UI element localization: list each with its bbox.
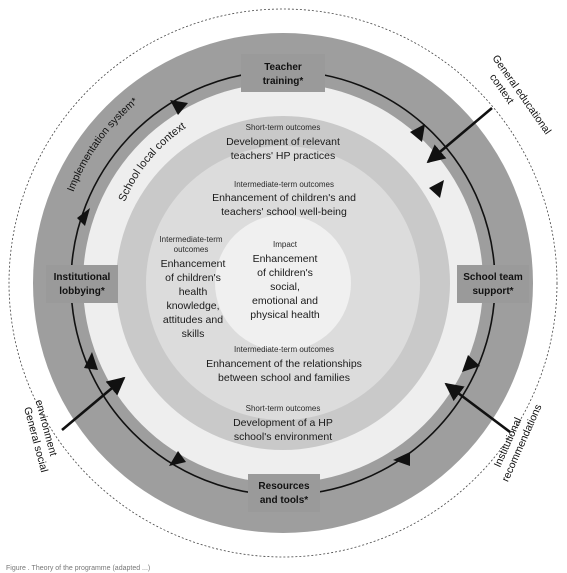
svg-text:Enhancement of children's and: Enhancement of children's and (212, 192, 356, 204)
general-educational-context-label: General educational context (487, 53, 553, 137)
svg-text:Intermediate-term: Intermediate-term (159, 235, 222, 244)
svg-text:and tools*: and tools* (260, 495, 308, 506)
intermediate-term-outcomes-bottom: Intermediate-term outcomes Enhancement o… (206, 345, 362, 384)
svg-text:social,: social, (270, 281, 300, 293)
svg-text:attitudes and: attitudes and (163, 314, 223, 326)
teacher-training-box: Teacher training* (241, 54, 325, 92)
impact-core (215, 215, 351, 351)
svg-text:Enhancement: Enhancement (161, 258, 226, 270)
cycle-arrowhead (393, 452, 410, 466)
intermediate-term-outcomes-left: Intermediate-term outcomes Enhancement o… (159, 235, 225, 340)
svg-text:between school and families: between school and families (218, 372, 350, 384)
svg-text:Short-term outcomes: Short-term outcomes (246, 123, 321, 132)
svg-text:Development of a HP: Development of a HP (233, 417, 333, 429)
figure-caption: Figure . Theory of the programme (adapte… (6, 565, 150, 572)
svg-text:Enhancement: Enhancement (253, 253, 318, 265)
cycle-arrowhead (170, 100, 188, 115)
svg-text:Intermediate-term outcomes: Intermediate-term outcomes (234, 345, 334, 354)
svg-text:teachers' HP practices: teachers' HP practices (231, 150, 336, 162)
svg-text:Resources: Resources (258, 481, 310, 492)
institutional-recommendations-arrow (444, 382, 511, 434)
svg-text:training*: training* (263, 76, 304, 87)
cycle-arrowheads (77, 100, 480, 466)
cycle-arrowhead (429, 180, 444, 198)
svg-text:Enhancement of the relationshi: Enhancement of the relationships (206, 358, 362, 370)
resources-and-tools-box: Resources and tools* (248, 474, 320, 512)
svg-text:support*: support* (472, 286, 513, 297)
short-term-outcomes-bottom: Short-term outcomes Development of a HP … (233, 404, 333, 443)
svg-text:physical health: physical health (250, 309, 320, 321)
svg-text:Development of relevant: Development of relevant (226, 136, 340, 148)
svg-text:knowledge,: knowledge, (166, 300, 219, 312)
svg-text:Intermediate-term outcomes: Intermediate-term outcomes (234, 180, 334, 189)
cycle-arrowhead (462, 355, 480, 372)
cycle-arrowhead (410, 124, 425, 142)
school-team-support-box: School team support* (457, 265, 529, 303)
cycle-arrowhead (84, 352, 98, 370)
cycle-arrowhead (169, 451, 186, 466)
svg-text:skills: skills (182, 328, 205, 340)
svg-text:teachers' school well-being: teachers' school well-being (221, 206, 347, 218)
general-social-environment-arrow (61, 376, 126, 431)
intermediate-term-outcomes-top: Intermediate-term outcomes Enhancement o… (212, 180, 356, 218)
svg-text:school's environment: school's environment (234, 431, 332, 443)
svg-text:of children's: of children's (257, 267, 313, 279)
svg-text:Teacher: Teacher (264, 62, 302, 73)
short-term-outcomes-top: Short-term outcomes Development of relev… (226, 123, 340, 162)
svg-text:of children's: of children's (165, 272, 221, 284)
outer-dashed-boundary (8, 8, 558, 558)
svg-text:lobbying*: lobbying* (59, 286, 105, 297)
svg-text:Short-term outcomes: Short-term outcomes (246, 404, 321, 413)
institutional-lobbying-box: Institutional lobbying* (46, 265, 118, 303)
general-educational-context-arrow (426, 107, 493, 164)
svg-text:outcomes: outcomes (174, 245, 209, 254)
impact: Impact Enhancement of children's social,… (250, 240, 320, 321)
svg-text:School team: School team (463, 272, 523, 283)
svg-text:Impact: Impact (273, 240, 298, 249)
svg-text:emotional and: emotional and (252, 295, 318, 307)
svg-text:health: health (179, 286, 208, 298)
general-social-environment-label: General social environment (21, 398, 59, 473)
svg-text:Institutional: Institutional (54, 272, 111, 283)
cycle-arrowhead (77, 208, 90, 226)
